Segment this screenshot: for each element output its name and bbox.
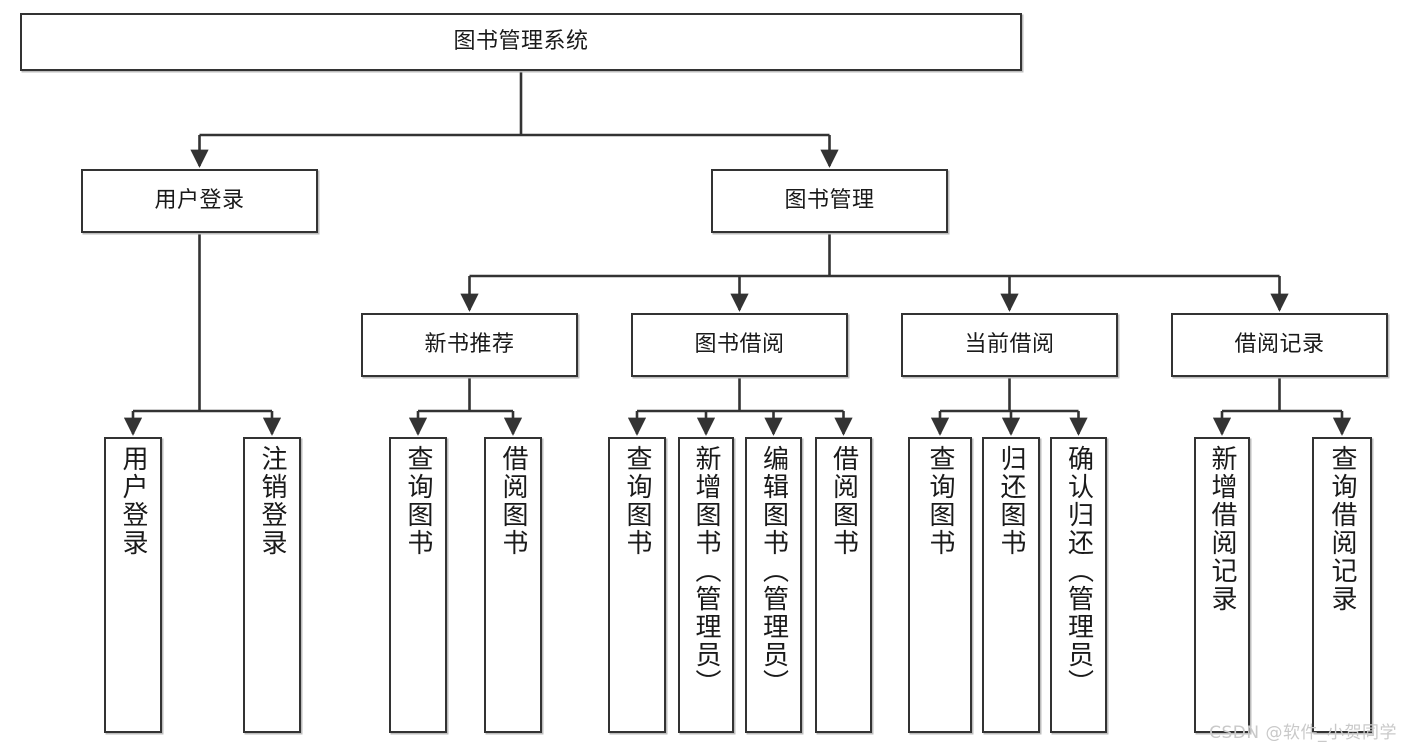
node-label: 用户登录 (118, 445, 148, 557)
leaves-查询图书[interactable]: 查询图书 (389, 437, 447, 733)
node-label: 用户登录 (154, 188, 245, 214)
node-label: 查询借阅记录 (1327, 445, 1357, 613)
leaves-查询借阅记录[interactable]: 查询借阅记录 (1312, 437, 1372, 733)
node-label: 注销登录 (257, 445, 287, 557)
leaves-归还图书[interactable]: 归还图书 (982, 437, 1040, 733)
node-label: 新书推荐 (424, 332, 515, 358)
root-图书管理系统[interactable]: 图书管理系统 (20, 13, 1022, 71)
level3-新书推荐[interactable]: 新书推荐 (361, 313, 578, 377)
node-label: 归还图书 (996, 445, 1026, 557)
node-label: 新增图书（管理员） (691, 445, 721, 697)
leaves-查询图书[interactable]: 查询图书 (908, 437, 972, 733)
node-label: 图书管理 (784, 188, 875, 214)
leaves-用户登录[interactable]: 用户登录 (104, 437, 162, 733)
level2-用户登录[interactable]: 用户登录 (81, 169, 318, 233)
leaves-新增图书管理员[interactable]: 新增图书（管理员） (678, 437, 734, 733)
node-label: 图书管理系统 (453, 29, 589, 55)
node-label: 借阅图书 (828, 445, 859, 557)
node-label: 图书借阅 (694, 332, 785, 358)
node-label: 新增借阅记录 (1207, 445, 1237, 613)
node-label: 查询图书 (622, 445, 652, 557)
leaves-查询图书[interactable]: 查询图书 (608, 437, 666, 733)
level3-当前借阅[interactable]: 当前借阅 (901, 313, 1118, 377)
node-label: 查询图书 (925, 445, 955, 557)
leaves-编辑图书管理员[interactable]: 编辑图书（管理员） (745, 437, 802, 733)
leaves-注销登录[interactable]: 注销登录 (243, 437, 301, 733)
node-label: 借阅图书 (498, 445, 528, 557)
node-label: 借阅记录 (1234, 332, 1325, 358)
level3-借阅记录[interactable]: 借阅记录 (1171, 313, 1388, 377)
leaves-借阅图书[interactable]: 借阅图书 (815, 437, 872, 733)
node-label: 当前借阅 (964, 332, 1055, 358)
node-label: 查询图书 (403, 445, 433, 557)
node-label: 确认归还（管理员） (1063, 445, 1094, 697)
leaves-确认归还管理员[interactable]: 确认归还（管理员） (1050, 437, 1107, 733)
node-label: 编辑图书（管理员） (758, 445, 789, 697)
level2-图书管理[interactable]: 图书管理 (711, 169, 948, 233)
leaves-借阅图书[interactable]: 借阅图书 (484, 437, 542, 733)
level3-图书借阅[interactable]: 图书借阅 (631, 313, 848, 377)
leaves-新增借阅记录[interactable]: 新增借阅记录 (1194, 437, 1250, 733)
